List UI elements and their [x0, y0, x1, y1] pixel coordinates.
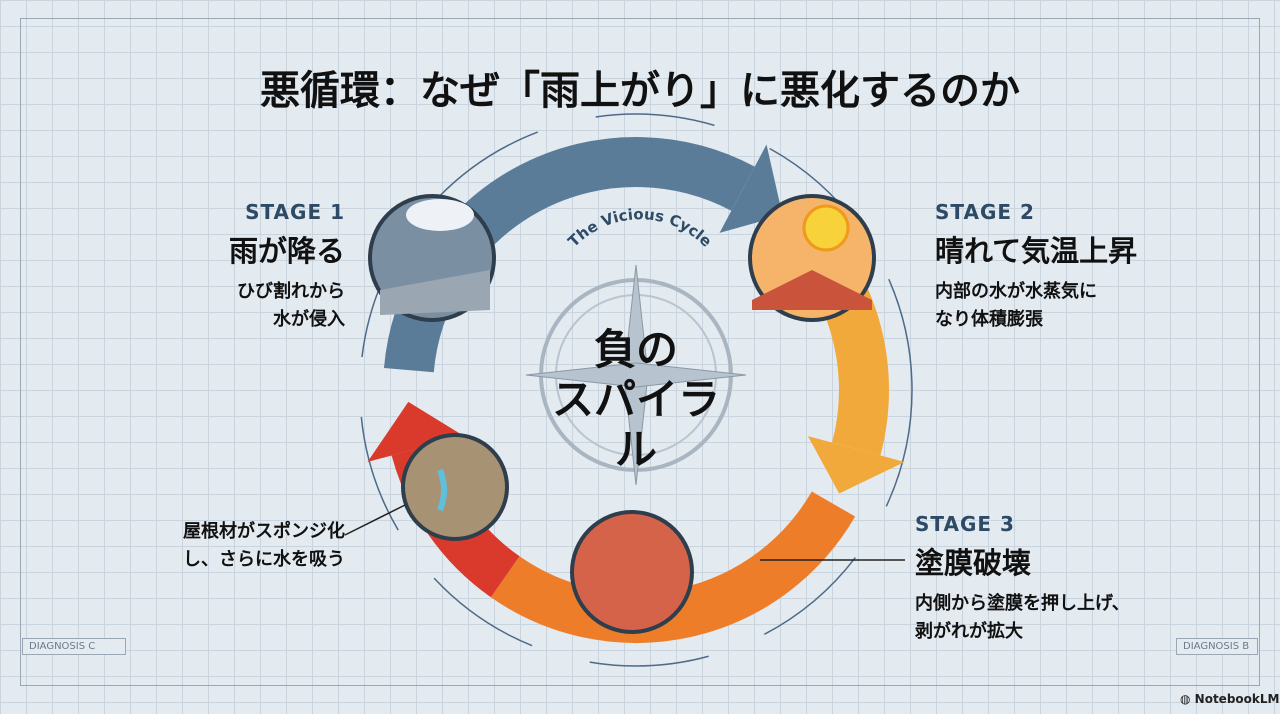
stage2-label: STAGE 2 — [935, 200, 1035, 224]
notebooklm-brand: ◍ NotebookLM — [1180, 692, 1280, 706]
stage2-desc: 内部の水が水蒸気になり体積膨張 — [935, 281, 1097, 330]
stage2-block: STAGE 2 晴れて気温上昇 内部の水が水蒸気になり体積膨張 — [935, 200, 1137, 334]
stage1-block: STAGE 1 雨が降る ひび割れから水が侵入 — [229, 200, 345, 334]
blueprint-frame — [20, 18, 1260, 686]
center-line1: 負の — [593, 325, 678, 374]
arrow-stage2-to-stage3-arrowhead — [807, 436, 905, 494]
stage3-heading: 塗膜破壊 — [915, 546, 1032, 580]
stage1-desc: ひび割れから水が侵入 — [237, 281, 345, 330]
stage1-label: STAGE 1 — [245, 200, 345, 224]
diagnosis-b-label: DIAGNOSIS B — [1176, 638, 1258, 655]
stage2-sun-icon — [748, 194, 876, 322]
stage3-label: STAGE 3 — [915, 512, 1015, 536]
sponge-roof-icon — [401, 433, 509, 541]
compass-icon — [525, 264, 747, 486]
stage3-block: STAGE 3 塗膜破壊 内側から塗膜を押し上げ、剥がれが拡大 — [915, 512, 1130, 646]
arrow-stage3-to-stage1-arrowhead — [367, 401, 465, 462]
center-label: 負の スパイラル — [552, 325, 720, 475]
stage3-peeling-paint-icon — [570, 510, 694, 634]
arrow-stage3 — [490, 491, 856, 643]
stage4-desc: 屋根材がスポンジ化し、さらに水を吸う — [183, 521, 345, 570]
page-title: 悪循環：なぜ「雨上がり」に悪化するのか — [260, 68, 1020, 114]
stage3-desc: 内側から塗膜を押し上げ、剥がれが拡大 — [915, 593, 1130, 642]
stage1-rain-icon — [368, 194, 496, 322]
outer-cycle-line — [359, 113, 913, 667]
center-line2: スパイラル — [551, 375, 720, 474]
arrow-stage1-to-stage2-arrowhead — [719, 144, 783, 233]
stage1-heading: 雨が降る — [228, 234, 345, 268]
stage2-heading: 晴れて気温上昇 — [935, 234, 1138, 268]
diagnosis-c-label: DIAGNOSIS C — [22, 638, 126, 655]
vicious-cycle-label: The Vicious Cycle — [565, 205, 716, 250]
